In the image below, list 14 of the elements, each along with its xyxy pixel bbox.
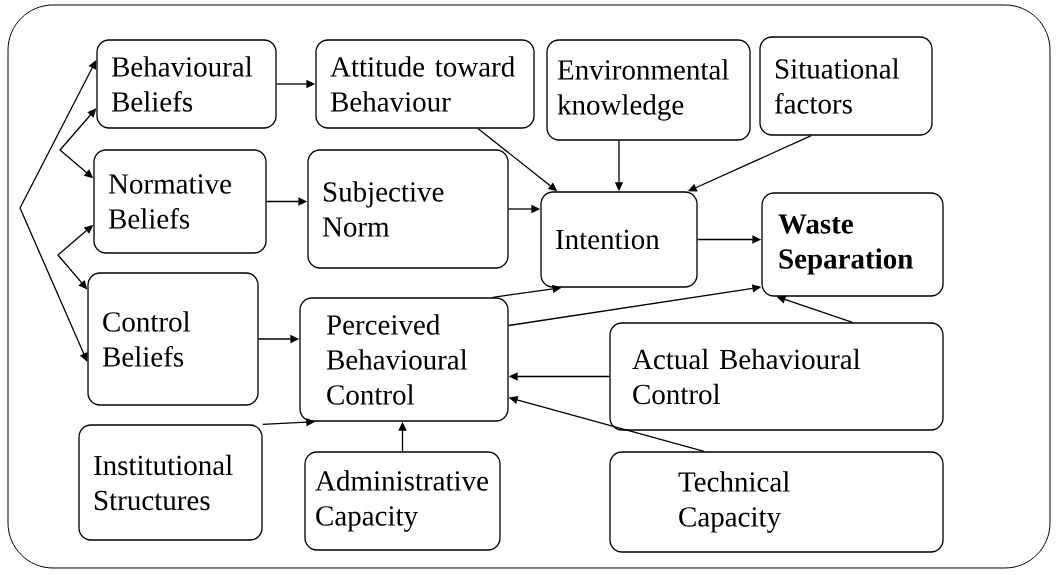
concept-box: Control Beliefs: [87, 272, 259, 406]
concept-box: Environmental knowledge: [546, 39, 751, 141]
concept-box: Waste Separation: [761, 192, 944, 297]
concept-box: Institutional Structures: [78, 424, 263, 541]
concept-box: Situational factors: [759, 36, 933, 136]
concept-box: Attitude toward Behaviour: [315, 39, 535, 129]
concept-box: Technical Capacity: [609, 451, 944, 553]
concept-box: Administrative Capacity: [304, 451, 501, 551]
concept-box: Intention: [540, 191, 698, 288]
concept-box: Subjective Norm: [307, 149, 509, 269]
concept-box: Actual Behavioural Control: [609, 322, 944, 431]
concept-box: Normative Beliefs: [93, 149, 267, 254]
concept-box: Behavioural Beliefs: [96, 39, 277, 129]
concept-box: Perceived Behavioural Control: [299, 297, 509, 422]
